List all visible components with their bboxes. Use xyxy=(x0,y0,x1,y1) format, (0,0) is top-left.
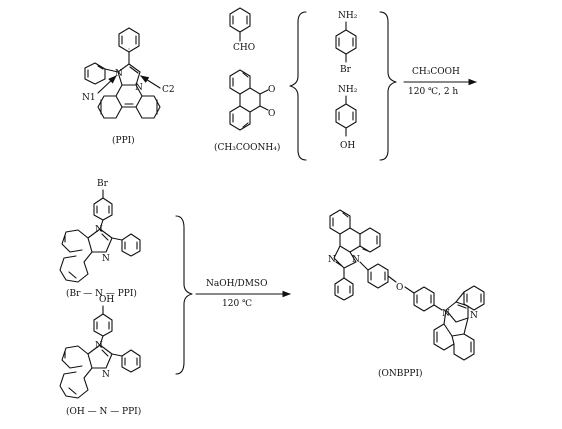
reagents-brace xyxy=(289,11,307,161)
aldehyde-group: CHO xyxy=(233,43,255,53)
product-n-right-3: N xyxy=(470,311,478,321)
quinone-oxygen-2: O xyxy=(268,109,275,119)
step1-reagent: CH₃COOH xyxy=(412,67,460,77)
phenanthrenequinone-molecule: O O xyxy=(229,69,275,131)
onbppi-caption: (ONBPPI) xyxy=(378,368,423,379)
product-n-right-1: N xyxy=(442,309,450,319)
oh-n-ppi-n3: N xyxy=(102,370,110,380)
bromoaniline-molecule: NH₂ Br xyxy=(335,11,358,75)
step1-conditions: 120 ℃, 2 h xyxy=(408,87,458,97)
br-n-ppi-molecule: Br N N (Br — N — PPI) xyxy=(59,179,141,299)
oh-n-ppi-caption: (OH — N — PPI) xyxy=(66,406,141,417)
ppi-caption: (PPI) xyxy=(112,135,135,146)
br-n-ppi-caption: (Br — N — PPI) xyxy=(66,288,137,299)
ppi-n1-atom: N xyxy=(115,69,123,79)
product-n-left-3: N xyxy=(328,255,336,265)
bromoaniline-br: Br xyxy=(340,65,352,75)
ammonium-acetate-label: (CH₃COONH₄) xyxy=(214,142,280,153)
br-n-ppi-br: Br xyxy=(97,179,109,189)
oh-n-ppi-molecule: OH N N (OH — N — PPI) xyxy=(59,295,141,417)
ppi-molecule: N N N1 C2 (PPI) xyxy=(82,27,175,146)
aminophenol-molecule: NH₂ OH xyxy=(335,85,358,151)
product-ether-o: O xyxy=(396,283,403,293)
anilines-brace xyxy=(379,11,397,161)
step2-conditions: 120 ℃ xyxy=(222,299,252,309)
product-n-left-1: N xyxy=(352,255,360,265)
ppi-c2-label: C2 xyxy=(162,85,175,95)
br-n-ppi-n3: N xyxy=(102,254,110,264)
ppi-n1-label: N1 xyxy=(82,93,96,103)
aminophenol-amine: NH₂ xyxy=(338,85,358,95)
oh-n-ppi-n1: N xyxy=(95,341,103,351)
ppi-n3-atom: N xyxy=(135,83,143,93)
benzaldehyde-molecule: CHO xyxy=(229,7,255,53)
aminophenol-oh: OH xyxy=(340,141,355,151)
br-n-ppi-n1: N xyxy=(95,225,103,235)
bromoaniline-amine: NH₂ xyxy=(338,11,358,21)
step2-reagent: NaOH/DMSO xyxy=(206,279,267,289)
intermediates-brace xyxy=(175,215,193,375)
oh-n-ppi-oh: OH xyxy=(99,295,114,305)
quinone-oxygen-1: O xyxy=(268,85,275,95)
onbppi-molecule: N N O N N (ONBPPI) xyxy=(328,209,485,379)
